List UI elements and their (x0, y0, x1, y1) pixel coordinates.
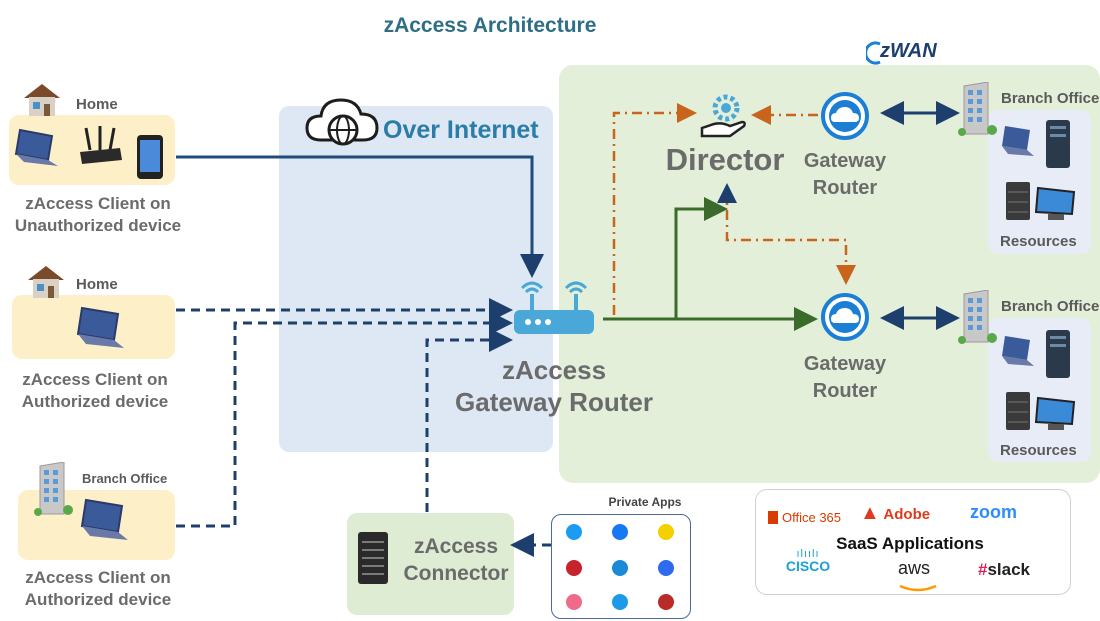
laptop-icon (1000, 124, 1034, 163)
director-label: Director (665, 142, 785, 177)
internet-label: Over Internet (383, 116, 539, 144)
line-connector-gateway (425, 328, 513, 512)
quora-icon (658, 594, 674, 610)
server-rack-icon (1004, 390, 1032, 437)
router-cloud-icon (819, 291, 871, 348)
laptop-icon (1000, 334, 1034, 373)
twitter-icon (566, 524, 582, 540)
internet-region (279, 106, 553, 452)
office365-logo: Office 365 (768, 510, 841, 525)
office-building-icon (958, 81, 998, 143)
zwan-logo-text: zWAN (880, 40, 937, 62)
line-gateway-director (674, 197, 728, 319)
laptop-icon (14, 128, 58, 173)
internet-cloud-icon (303, 88, 383, 157)
slack-logo: #slack (978, 560, 1031, 579)
skype-icon (612, 560, 628, 576)
safari-icon (612, 594, 628, 610)
line-orange-gateway-director (612, 103, 697, 315)
home-house-icon (24, 262, 72, 305)
zwan-logo: zWAN (864, 38, 946, 71)
private-apps-label: Private Apps (608, 495, 682, 509)
server-tower-icon (1044, 118, 1072, 175)
smartphone-icon (136, 134, 164, 185)
pinterest-icon (566, 560, 582, 576)
resources-label-2: Resources (1000, 442, 1077, 459)
aws-smile-icon (899, 584, 937, 592)
aws-logo: aws (898, 558, 938, 597)
resources-label-1: Resources (1000, 233, 1077, 250)
cisco-logo: ılıılı CISCO (780, 548, 836, 574)
laptop-icon (78, 498, 130, 547)
messenger-icon (612, 524, 628, 540)
adobe-logo: ▲ Adobe (860, 502, 931, 524)
kakao-icon (658, 524, 674, 540)
server-rack-icon (1004, 180, 1032, 227)
desktop-monitor-icon (1034, 186, 1080, 227)
router-cloud-icon (819, 90, 871, 147)
laptop-icon (74, 306, 126, 355)
photos-icon (566, 594, 582, 610)
client-location-3: Branch Office (82, 471, 168, 486)
wifi-router-icon (76, 124, 124, 173)
client-location-1: Home (76, 96, 118, 113)
line-branch-authorized (176, 311, 513, 528)
office365-icon (768, 511, 778, 524)
branch-label-1: Branch Office (1001, 90, 1100, 107)
line-orange-director-router2 (717, 183, 856, 285)
saas-label: SaaS Applications (836, 534, 984, 553)
private-app-icons (564, 522, 684, 621)
zwan-logo-icon (864, 41, 881, 65)
slack-icon: # (978, 560, 988, 579)
desktop-monitor-icon (1034, 396, 1080, 437)
diagram-title: zAccess Architecture (383, 14, 597, 37)
connector-server-icon (356, 530, 392, 591)
office-building-icon (34, 461, 74, 523)
signal-icon (658, 560, 674, 576)
saas-box (755, 489, 1071, 595)
home-house-icon (20, 80, 68, 123)
client-location-2: Home (76, 276, 118, 293)
director-gear-icon (700, 92, 748, 149)
branch-label-2: Branch Office (1001, 298, 1100, 315)
server-tower-icon (1044, 328, 1072, 385)
office-building-icon (958, 289, 998, 351)
line-unauthorized-client (176, 155, 544, 278)
gateway-router-icon (510, 272, 600, 349)
zoom-logo: zoom (970, 502, 1017, 522)
adobe-icon: ▲ (860, 502, 880, 524)
cisco-bars-icon: ılıılı (796, 548, 820, 560)
